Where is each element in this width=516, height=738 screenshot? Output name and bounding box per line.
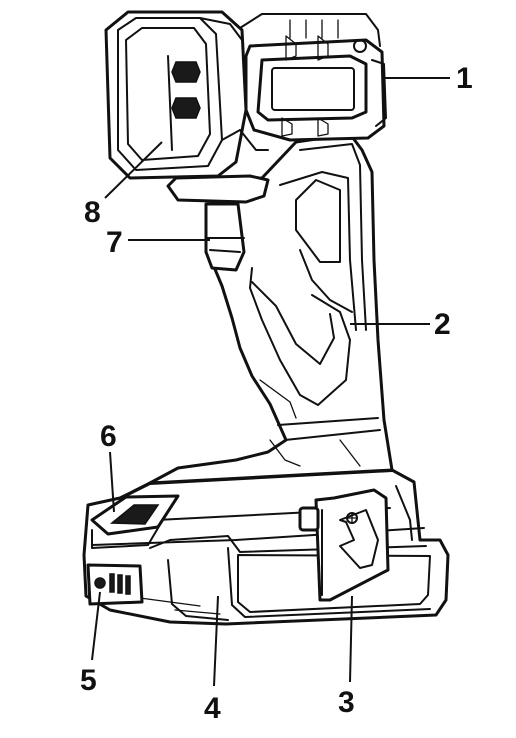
leader-line-5 xyxy=(91,591,101,661)
leader-line-8 xyxy=(104,141,163,199)
callout-6: 6 xyxy=(100,420,117,453)
leader-line-4 xyxy=(213,595,219,687)
chuck-head xyxy=(104,10,269,180)
callout-5: 5 xyxy=(80,664,97,697)
callout-4: 4 xyxy=(204,692,221,725)
battery-pack xyxy=(82,468,450,626)
leader-line-3 xyxy=(349,595,353,683)
power-button-icon xyxy=(94,577,106,589)
callout-3: 3 xyxy=(338,686,355,719)
leader-line-6 xyxy=(109,451,115,513)
callout-1: 1 xyxy=(456,62,473,95)
callout-8: 8 xyxy=(84,196,101,229)
trigger xyxy=(166,174,270,272)
callout-7: 7 xyxy=(106,226,123,259)
belt-clip xyxy=(298,488,390,602)
callout-2: 2 xyxy=(434,308,451,341)
rear-switch xyxy=(239,13,387,142)
handle xyxy=(148,132,394,485)
